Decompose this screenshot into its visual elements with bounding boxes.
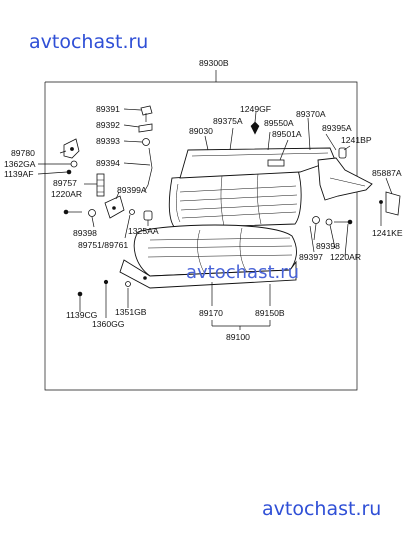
right-bracket xyxy=(317,157,373,201)
label-1249GF: 1249GF xyxy=(240,104,271,114)
label-89170: 89170 xyxy=(199,308,223,318)
bottom-hardware xyxy=(77,276,147,306)
label-89100: 89100 xyxy=(226,332,250,342)
label-89550A: 89550A xyxy=(264,118,294,128)
label-1241BP: 1241BP xyxy=(341,135,372,145)
label-89391: 89391 xyxy=(96,104,120,114)
label-89397: 89397 xyxy=(299,252,323,262)
label-1139AF: 1139AF xyxy=(4,169,33,179)
label-89300B: 89300B xyxy=(199,58,229,68)
label-89395A: 89395A xyxy=(322,123,352,133)
label-1139CG: 1139CG xyxy=(66,310,98,320)
label-85887A: 85887A xyxy=(372,168,402,178)
top-rail xyxy=(179,147,336,179)
label-89501A: 89501A xyxy=(272,129,302,139)
label-89751-89761: 89751/89761 xyxy=(78,240,128,250)
label-1362GA: 1362GA xyxy=(4,159,36,169)
label-89030: 89030 xyxy=(189,126,213,136)
label-1220AR-right: 1220AR xyxy=(330,252,361,262)
right-hardware xyxy=(250,121,401,226)
label-89398-right: 89398 xyxy=(316,241,340,251)
part-labels: 89391 89392 89393 89394 89780 1362GA 113… xyxy=(4,104,403,342)
label-89392: 89392 xyxy=(96,120,120,130)
label-89370A: 89370A xyxy=(296,109,326,119)
watermark-top: avtochast.ru xyxy=(29,31,149,53)
label-89398-left: 89398 xyxy=(73,228,97,238)
label-89394: 89394 xyxy=(96,158,120,168)
label-89393: 89393 xyxy=(96,136,120,146)
seat-back xyxy=(168,169,302,229)
watermark-middle: avtochast.ru xyxy=(186,262,300,283)
label-89150B: 89150B xyxy=(255,308,285,318)
left-hardware xyxy=(63,105,153,221)
leader-lines xyxy=(37,108,393,330)
label-89375A: 89375A xyxy=(213,116,243,126)
label-1325AA: 1325AA xyxy=(128,226,159,236)
watermark-bottom: avtochast.ru xyxy=(262,498,382,520)
seat-cushion xyxy=(119,224,297,289)
assembly-frame xyxy=(44,70,358,391)
label-89757: 89757 xyxy=(53,178,77,188)
label-89780: 89780 xyxy=(11,148,35,158)
label-89399A: 89399A xyxy=(117,185,147,195)
label-1220AR-left: 1220AR xyxy=(51,189,82,199)
label-1241KE: 1241KE xyxy=(372,228,403,238)
label-1351GB: 1351GB xyxy=(115,307,147,317)
label-1360GG: 1360GG xyxy=(92,319,125,329)
